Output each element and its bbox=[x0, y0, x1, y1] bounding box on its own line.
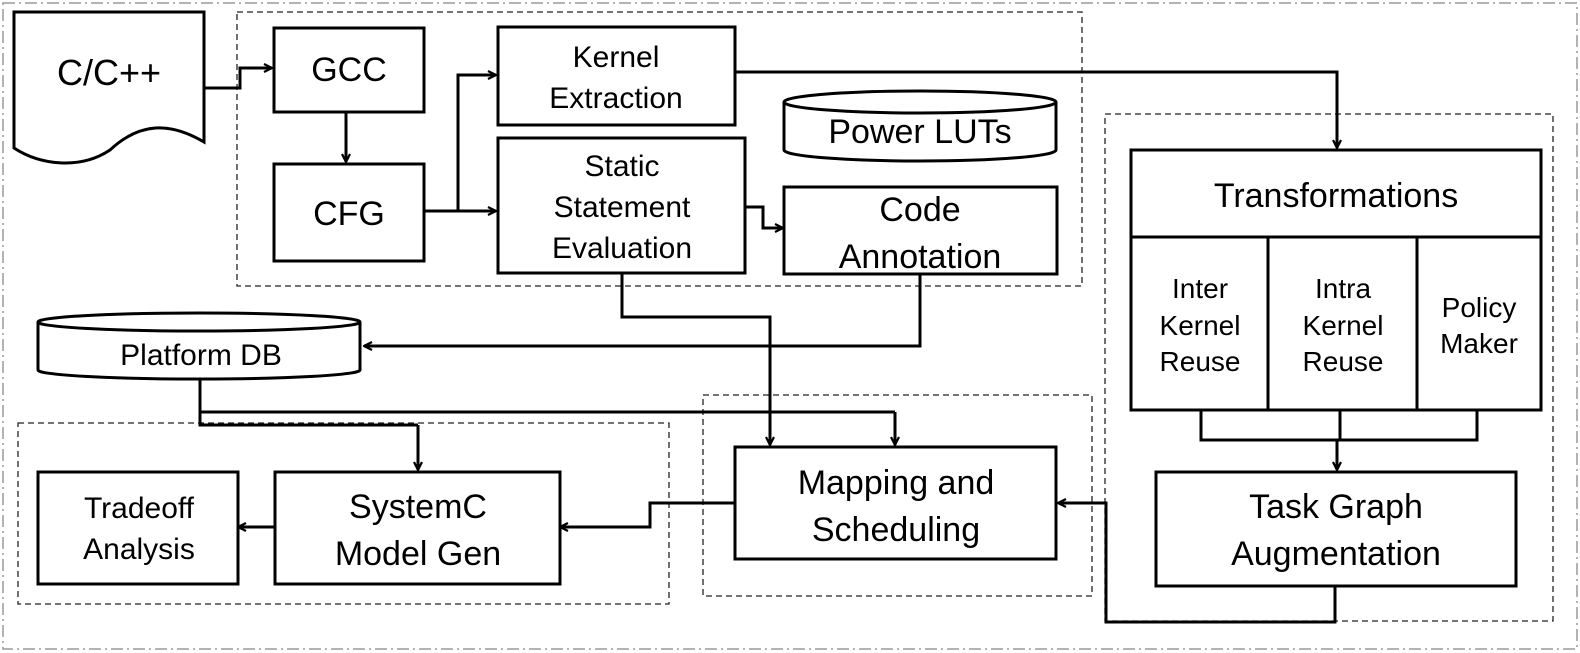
inter-kernel-reuse-cell: Inter Kernel Reuse bbox=[1160, 273, 1241, 377]
mapping-and-scheduling-node: Mapping and Scheduling bbox=[733, 445, 1058, 561]
static-statement-evaluation-node: Static Statement Evaluation bbox=[496, 136, 747, 275]
power-luts-cylinder-body bbox=[782, 102, 1058, 163]
cfg-node: CFG bbox=[272, 162, 426, 263]
intra-kernel-reuse-line-2: Kernel bbox=[1303, 310, 1384, 341]
kernel-extraction-box bbox=[496, 25, 737, 127]
task-graph-augmentation-line-2: Augmentation bbox=[1231, 535, 1441, 573]
inter-kernel-reuse-line-2: Kernel bbox=[1160, 310, 1241, 341]
arrow-source-to-gcc bbox=[204, 68, 272, 90]
source-code-node: C/C++ bbox=[12, 10, 206, 165]
transformation-stage-group bbox=[1104, 113, 1554, 622]
document-shape bbox=[12, 10, 206, 165]
transformations-node: Transformations Inter Kernel Reuse Intra… bbox=[1129, 148, 1543, 412]
wire-platform-db-branch bbox=[198, 412, 418, 427]
platform-db-node: Platform DB bbox=[36, 311, 362, 381]
policy-maker-line-2: Maker bbox=[1440, 328, 1518, 359]
platform-db-cylinder-top bbox=[36, 311, 362, 333]
task-graph-augmentation-line-1: Task Graph bbox=[1249, 488, 1423, 526]
tradeoff-analysis-line-2: Analysis bbox=[83, 533, 195, 566]
arrow-cfg-to-kernel-extraction bbox=[425, 75, 496, 213]
policy-maker-cell: Policy Maker bbox=[1440, 292, 1518, 359]
task-graph-augmentation-box bbox=[1154, 470, 1518, 588]
transformations-box bbox=[1129, 148, 1543, 412]
cfg-box bbox=[272, 162, 426, 263]
wire-platform-db-bus bbox=[198, 375, 895, 414]
code-annotation-box bbox=[782, 185, 1059, 276]
power-luts-cylinder-top bbox=[782, 89, 1058, 115]
static-statement-evaluation-line-2: Statement bbox=[554, 191, 691, 224]
arrow-mapping-to-systemc bbox=[560, 501, 735, 527]
code-annotation-line-2: Annotation bbox=[839, 238, 1002, 276]
gcc-node: GCC bbox=[272, 26, 426, 114]
arrow-kernel-extraction-to-transformations bbox=[735, 70, 1337, 148]
gcc-label: GCC bbox=[311, 51, 387, 89]
code-annotation-line-1: Code bbox=[879, 191, 960, 229]
intra-kernel-reuse-line-1: Intra bbox=[1315, 273, 1371, 304]
kernel-extraction-line-2: Extraction bbox=[549, 82, 682, 115]
inter-kernel-reuse-line-3: Reuse bbox=[1160, 346, 1241, 377]
intra-kernel-reuse-line-3: Reuse bbox=[1303, 346, 1384, 377]
tradeoff-analysis-line-1: Tradeoff bbox=[84, 492, 195, 525]
arrow-task-graph-to-mapping bbox=[1058, 503, 1337, 624]
power-luts-node: Power LUTs bbox=[782, 89, 1058, 163]
transformations-label: Transformations bbox=[1214, 177, 1458, 215]
systemc-model-gen-node: SystemC Model Gen bbox=[273, 470, 562, 586]
arrow-static-to-code-annotation bbox=[745, 205, 783, 228]
connectors bbox=[198, 68, 1479, 624]
systemc-model-gen-box bbox=[273, 470, 562, 586]
compile-stage-group bbox=[236, 11, 1083, 287]
power-luts-label: Power LUTs bbox=[828, 113, 1011, 151]
tradeoff-analysis-box bbox=[36, 470, 240, 586]
arrow-static-to-mapping bbox=[620, 274, 770, 445]
policy-maker-line-1: Policy bbox=[1442, 292, 1517, 323]
intra-kernel-reuse-cell: Intra Kernel Reuse bbox=[1303, 273, 1384, 377]
tradeoff-analysis-node: Tradeoff Analysis bbox=[36, 470, 240, 586]
gcc-box bbox=[272, 26, 426, 114]
mapping-and-scheduling-box bbox=[733, 445, 1058, 561]
code-annotation-node: Code Annotation bbox=[782, 185, 1059, 276]
platform-db-label: Platform DB bbox=[120, 339, 282, 372]
task-graph-augmentation-node: Task Graph Augmentation bbox=[1154, 470, 1518, 588]
kernel-extraction-node: Kernel Extraction bbox=[496, 25, 737, 127]
mapping-and-scheduling-line-1: Mapping and bbox=[798, 464, 995, 502]
inter-kernel-reuse-line-1: Inter bbox=[1172, 273, 1228, 304]
systemc-model-gen-line-2: Model Gen bbox=[335, 535, 501, 573]
systemc-model-gen-line-1: SystemC bbox=[349, 488, 487, 526]
mapping-and-scheduling-line-2: Scheduling bbox=[812, 511, 980, 549]
static-statement-evaluation-line-3: Evaluation bbox=[552, 232, 692, 265]
static-statement-evaluation-box bbox=[496, 136, 747, 275]
static-statement-evaluation-line-1: Static bbox=[584, 150, 659, 183]
source-code-label: C/C++ bbox=[57, 52, 161, 93]
arrow-code-annotation-to-platform-db bbox=[364, 274, 922, 346]
platform-db-cylinder-body bbox=[36, 322, 362, 381]
model-gen-stage-group bbox=[17, 422, 670, 605]
kernel-extraction-line-1: Kernel bbox=[573, 41, 660, 74]
cfg-label: CFG bbox=[313, 195, 385, 233]
mapping-stage-group bbox=[702, 394, 1093, 597]
